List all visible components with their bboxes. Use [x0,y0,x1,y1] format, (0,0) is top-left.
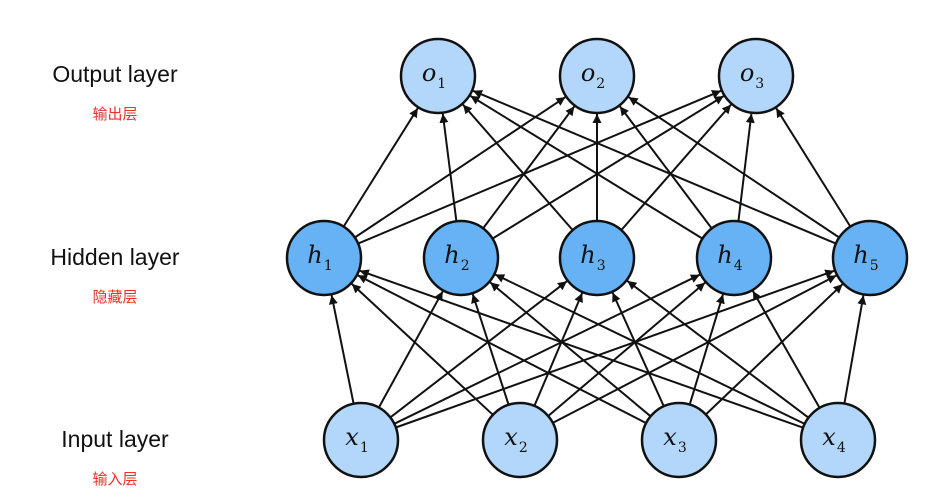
hidden-node-label: h3 [580,241,605,274]
output-node-2: o2 [558,37,636,115]
edge-h2-to-o1 [439,113,458,222]
edge-h1-to-o1 [342,107,419,228]
edge-x4-to-h4 [752,290,821,409]
hidden-node-circle [422,219,500,297]
input-node-4: x4 [799,401,877,479]
hidden-node-circle [285,219,363,297]
input-node-label: x4 [822,423,846,456]
output-node-circle [558,37,636,115]
edge-x1-to-h4 [393,273,701,425]
edge-h3-to-o1 [462,103,574,231]
edge-x4-to-h3 [626,280,810,419]
output-node-label: o2 [581,59,605,92]
hidden-node-4: h4 [695,219,773,297]
input-node-label: x3 [663,423,686,456]
hidden-node-3: h3 [558,219,636,297]
edge-x2-to-h3 [533,292,584,407]
input-node-circle [322,401,400,479]
hidden-node-label: h1 [307,241,332,274]
edge-x3-to-h4 [688,294,725,405]
hidden-node-label: h5 [853,241,878,274]
edge-x3-to-h3 [611,292,665,407]
hidden-node-label: h2 [444,241,469,274]
output-node-label: o3 [740,59,764,92]
edge-x3-to-h5 [705,283,844,416]
hidden-node-circle [831,219,909,297]
edge-x4-to-h2 [494,273,806,425]
output-node-label: o1 [422,59,446,92]
edge-h2-to-o2 [482,105,576,229]
input-node-3: x3 [640,401,718,479]
output-node-circle [717,37,795,115]
connections [328,89,867,429]
edge-h5-to-o3 [775,107,852,228]
neurons: o1 o2 o3 h1 h2 h3 h4 h5 x1 x2 x3 x4 [285,37,909,479]
output-layer-sublabel: 输出层 [92,105,138,123]
edge-h1-to-o3 [357,89,722,245]
edge-h5-to-o1 [472,89,837,245]
output-node-circle [399,37,477,115]
hidden-node-label: h4 [717,241,742,274]
output-node-1: o1 [399,37,477,115]
hidden-node-2: h2 [422,219,500,297]
input-node-label: x1 [345,423,368,456]
edge-h1-to-o2 [354,96,566,239]
edge-x1-to-h3 [389,280,568,419]
output-node-3: o3 [717,37,795,115]
input-node-circle [799,401,877,479]
edge-h3-to-o3 [620,103,732,231]
edge-h5-to-o2 [628,96,840,239]
edge-x2-to-h5 [552,274,837,424]
hidden-node-circle [695,219,773,297]
edge-x1-to-h2 [377,290,444,409]
edge-x2-to-h1 [351,283,494,416]
edge-h4-to-o2 [619,105,713,230]
edge-x2-to-h4 [547,281,706,417]
hidden-node-5: h5 [831,219,909,297]
edge-x4-to-h5 [843,295,867,404]
input-node-circle [640,401,718,479]
edge-h2-to-o3 [491,95,725,240]
input-node-2: x2 [481,401,559,479]
hidden-node-1: h1 [285,219,363,297]
hidden-layer-label: Hidden layer [50,244,180,270]
edge-x3-to-h1 [357,274,647,424]
input-layer-sublabel: 输入层 [92,470,138,488]
output-layer-label: Output layer [52,61,178,87]
hidden-node-circle [558,219,636,297]
edge-x3-to-h2 [489,281,652,418]
hidden-layer-sublabel: 隐藏层 [92,288,138,306]
input-layer-label: Input layer [61,426,169,452]
input-node-circle [481,401,559,479]
edge-x4-to-h1 [359,269,804,429]
edge-x1-to-h1 [328,295,355,404]
input-node-1: x1 [322,401,400,479]
edge-h4-to-o1 [469,95,704,240]
input-node-label: x2 [504,423,527,456]
